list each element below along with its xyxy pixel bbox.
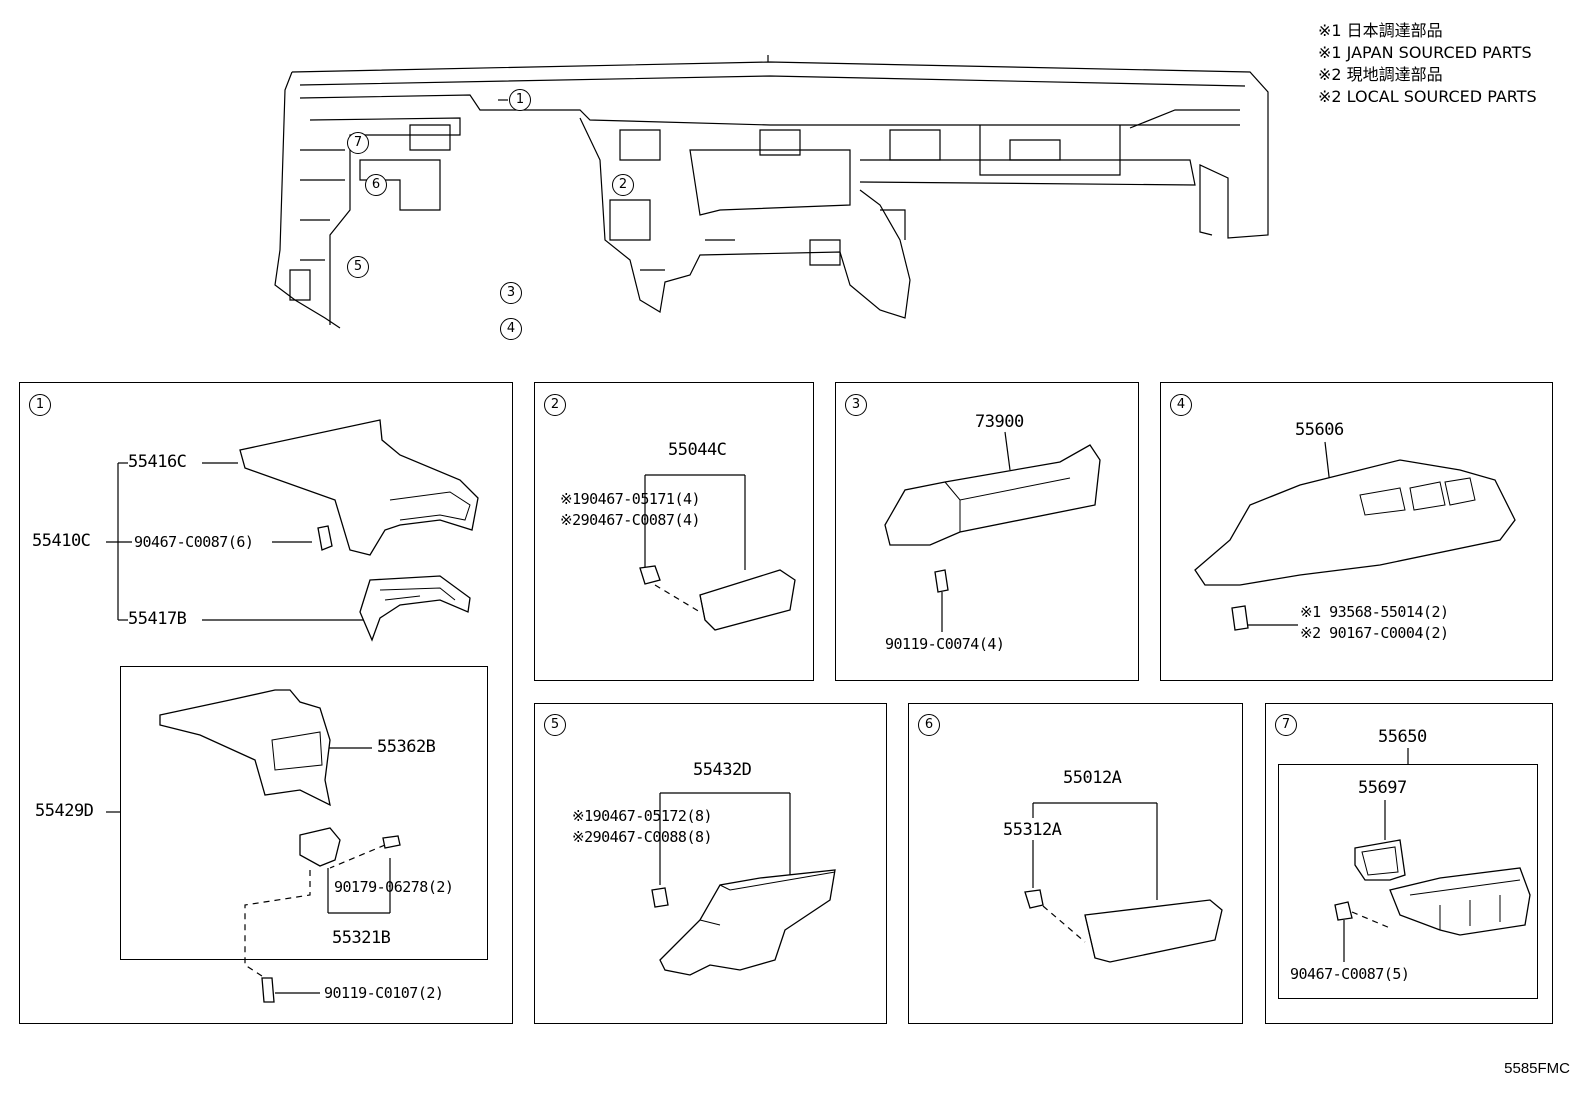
panel-7-subassembly-box [1278,764,1538,999]
part-note-2b: ※290467-C0087(4) [560,511,701,529]
part-55012A: 55012A [1063,768,1122,788]
part-73900: 73900 [975,412,1024,432]
legend-line-4: ※2 LOCAL SOURCED PARTS [1318,87,1537,106]
part-55044C: 55044C [668,440,727,460]
panel-5-number: 5 [544,714,566,736]
part-55362B: 55362B [377,737,436,757]
panel-6-number: 6 [918,714,940,736]
part-note-2a: ※190467-05171(4) [560,490,701,508]
overview-callout-6: 6 [365,174,387,196]
panel-6 [908,703,1243,1024]
overview-callout-4: 4 [500,318,522,340]
panel-5 [534,703,887,1024]
part-90179-06278: 90179-06278(2) [334,878,454,896]
part-90467-C0087-6: 90467-C0087(6) [134,533,254,551]
part-55417B: 55417B [128,609,187,629]
panel-2 [534,382,814,681]
overview-callout-1: 1 [509,89,531,111]
panel-4 [1160,382,1553,681]
part-55697: 55697 [1358,778,1407,798]
overview-callout-2: 2 [612,174,634,196]
part-55321B: 55321B [332,928,391,948]
panel-1 [19,382,513,1024]
legend-line-1: ※1 日本調達部品 [1318,21,1443,40]
panel-2-number: 2 [544,394,566,416]
panel-3 [835,382,1139,681]
panel-1-subassembly-box [120,666,488,960]
panel-7 [1265,703,1553,1024]
part-note-5a: ※190467-05172(8) [572,807,713,825]
overview-callout-3: 3 [500,282,522,304]
part-55429D: 55429D [35,801,94,821]
part-90119-C0074: 90119-C0074(4) [885,635,1005,653]
part-note-4b: ※2 90167-C0004(2) [1300,624,1449,642]
part-note-4a: ※1 93568-55014(2) [1300,603,1449,621]
part-55410C: 55410C [32,531,91,551]
overview-callout-7: 7 [347,132,369,154]
panel-7-number: 7 [1275,714,1297,736]
part-90467-C0087-5: 90467-C0087(5) [1290,965,1410,983]
part-55416C: 55416C [128,452,187,472]
diagram-code: 5585FMC [1504,1060,1570,1077]
overview-callout-5: 5 [347,256,369,278]
panel-1-number: 1 [29,394,51,416]
part-55606: 55606 [1295,420,1344,440]
panel-3-number: 3 [845,394,867,416]
part-55650: 55650 [1378,727,1427,747]
part-55432D: 55432D [693,760,752,780]
sourcing-legend: ※1 日本調達部品 ※1 JAPAN SOURCED PARTS ※2 現地調達… [1318,20,1537,108]
part-note-5b: ※290467-C0088(8) [572,828,713,846]
legend-line-3: ※2 現地調達部品 [1318,65,1443,84]
part-55312A: 55312A [1003,820,1062,840]
part-90119-C0107: 90119-C0107(2) [324,984,444,1002]
panel-4-number: 4 [1170,394,1192,416]
legend-line-2: ※1 JAPAN SOURCED PARTS [1318,43,1532,62]
